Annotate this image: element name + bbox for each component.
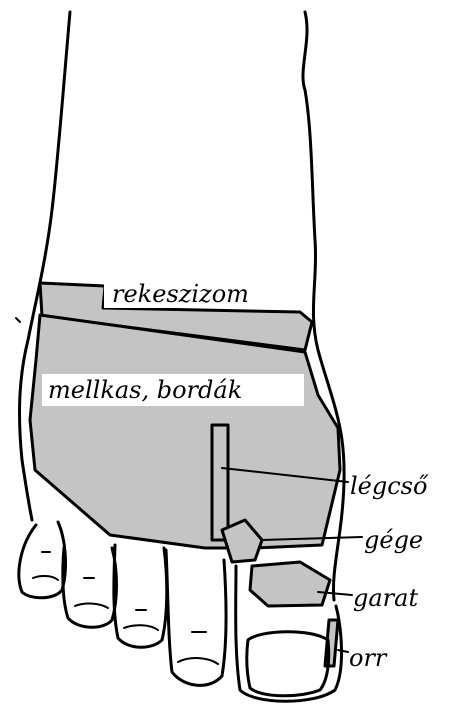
second-toe [166,550,226,685]
pharynx-label: garat [353,584,418,612]
chest-ribs-label: mellkas, bordák [48,376,242,404]
fourth-toe [63,548,117,627]
trachea-zone [212,425,228,540]
little-toe [19,522,66,598]
leader-nose [338,650,348,652]
nose-label: orr [349,644,388,672]
diaphragm-label: rekeszizom [112,280,249,308]
third-toe [114,545,167,647]
pharynx-zone [250,562,330,606]
trachea-label: légcső [350,472,429,500]
larynx-label: gége [364,526,423,554]
ankle-line [16,318,20,322]
chest-ribs-zone [30,315,340,548]
